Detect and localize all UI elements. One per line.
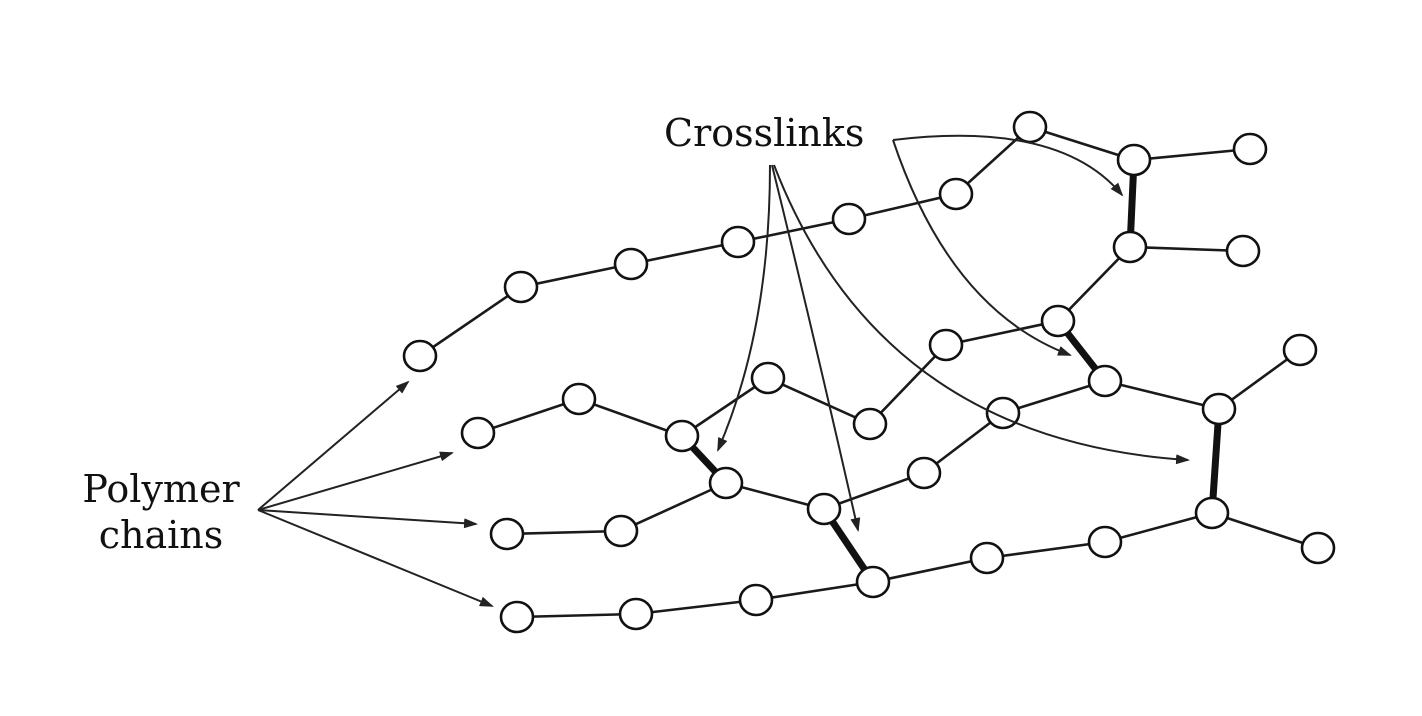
polymer-chain-bottom [516,511,1319,619]
monomer-node [1300,531,1336,565]
polymer-chain-arrow [257,509,494,607]
polymer-chain-arrow [257,380,410,511]
crosslink-arrow [773,164,1190,465]
monomer-node [928,328,964,362]
polymer-chain-arrow [257,509,478,529]
monomer-node [1087,525,1123,559]
monomer-node [1112,230,1148,264]
crosslink-arrow [717,164,771,452]
monomer-node [618,597,654,631]
monomer-node [1116,143,1152,177]
monomer-node [603,514,639,548]
crosslink-arrow [892,139,1072,356]
polymer-chain-arrow [257,451,454,511]
monomer-node [402,339,438,373]
monomer-node [489,517,525,551]
polymer-chains-label-line1: Polymer [82,467,240,511]
polymer-chain-arrows [257,380,494,607]
monomer-node [852,407,888,441]
crosslink-arrow [771,164,861,532]
crosslinks-label: Crosslinks [664,111,865,155]
crosslink-arrow [892,134,1124,197]
monomer-node [499,600,535,634]
polymer-chains-label: Polymer chains [78,466,244,558]
monomer-node [855,565,891,599]
monomer-node [1201,392,1237,426]
monomer-node [1194,496,1230,530]
polymer-chain-second [506,348,1301,536]
crosslink-arrows [717,134,1190,532]
monomer-node [1012,110,1048,144]
monomer-node [720,225,756,259]
monomer-node [831,202,867,236]
monomer-node [806,492,842,526]
monomer-units [402,110,1336,634]
monomer-node [1232,132,1268,166]
monomer-node [906,456,942,490]
monomer-node [613,247,649,281]
crosslink-bond [1208,405,1223,517]
monomer-node [460,416,496,450]
monomer-node [561,382,597,416]
monomer-node [969,541,1005,575]
monomer-node [938,177,974,211]
monomer-node [708,466,744,500]
monomer-node [750,361,786,395]
monomer-node [1040,304,1076,338]
monomer-node [1225,234,1261,268]
monomer-node [1282,333,1318,367]
monomer-node [1087,364,1123,398]
polymer-chains-label-line2: chains [98,513,224,557]
monomer-node [503,270,539,304]
monomer-node [738,583,774,617]
monomer-node [664,419,700,453]
